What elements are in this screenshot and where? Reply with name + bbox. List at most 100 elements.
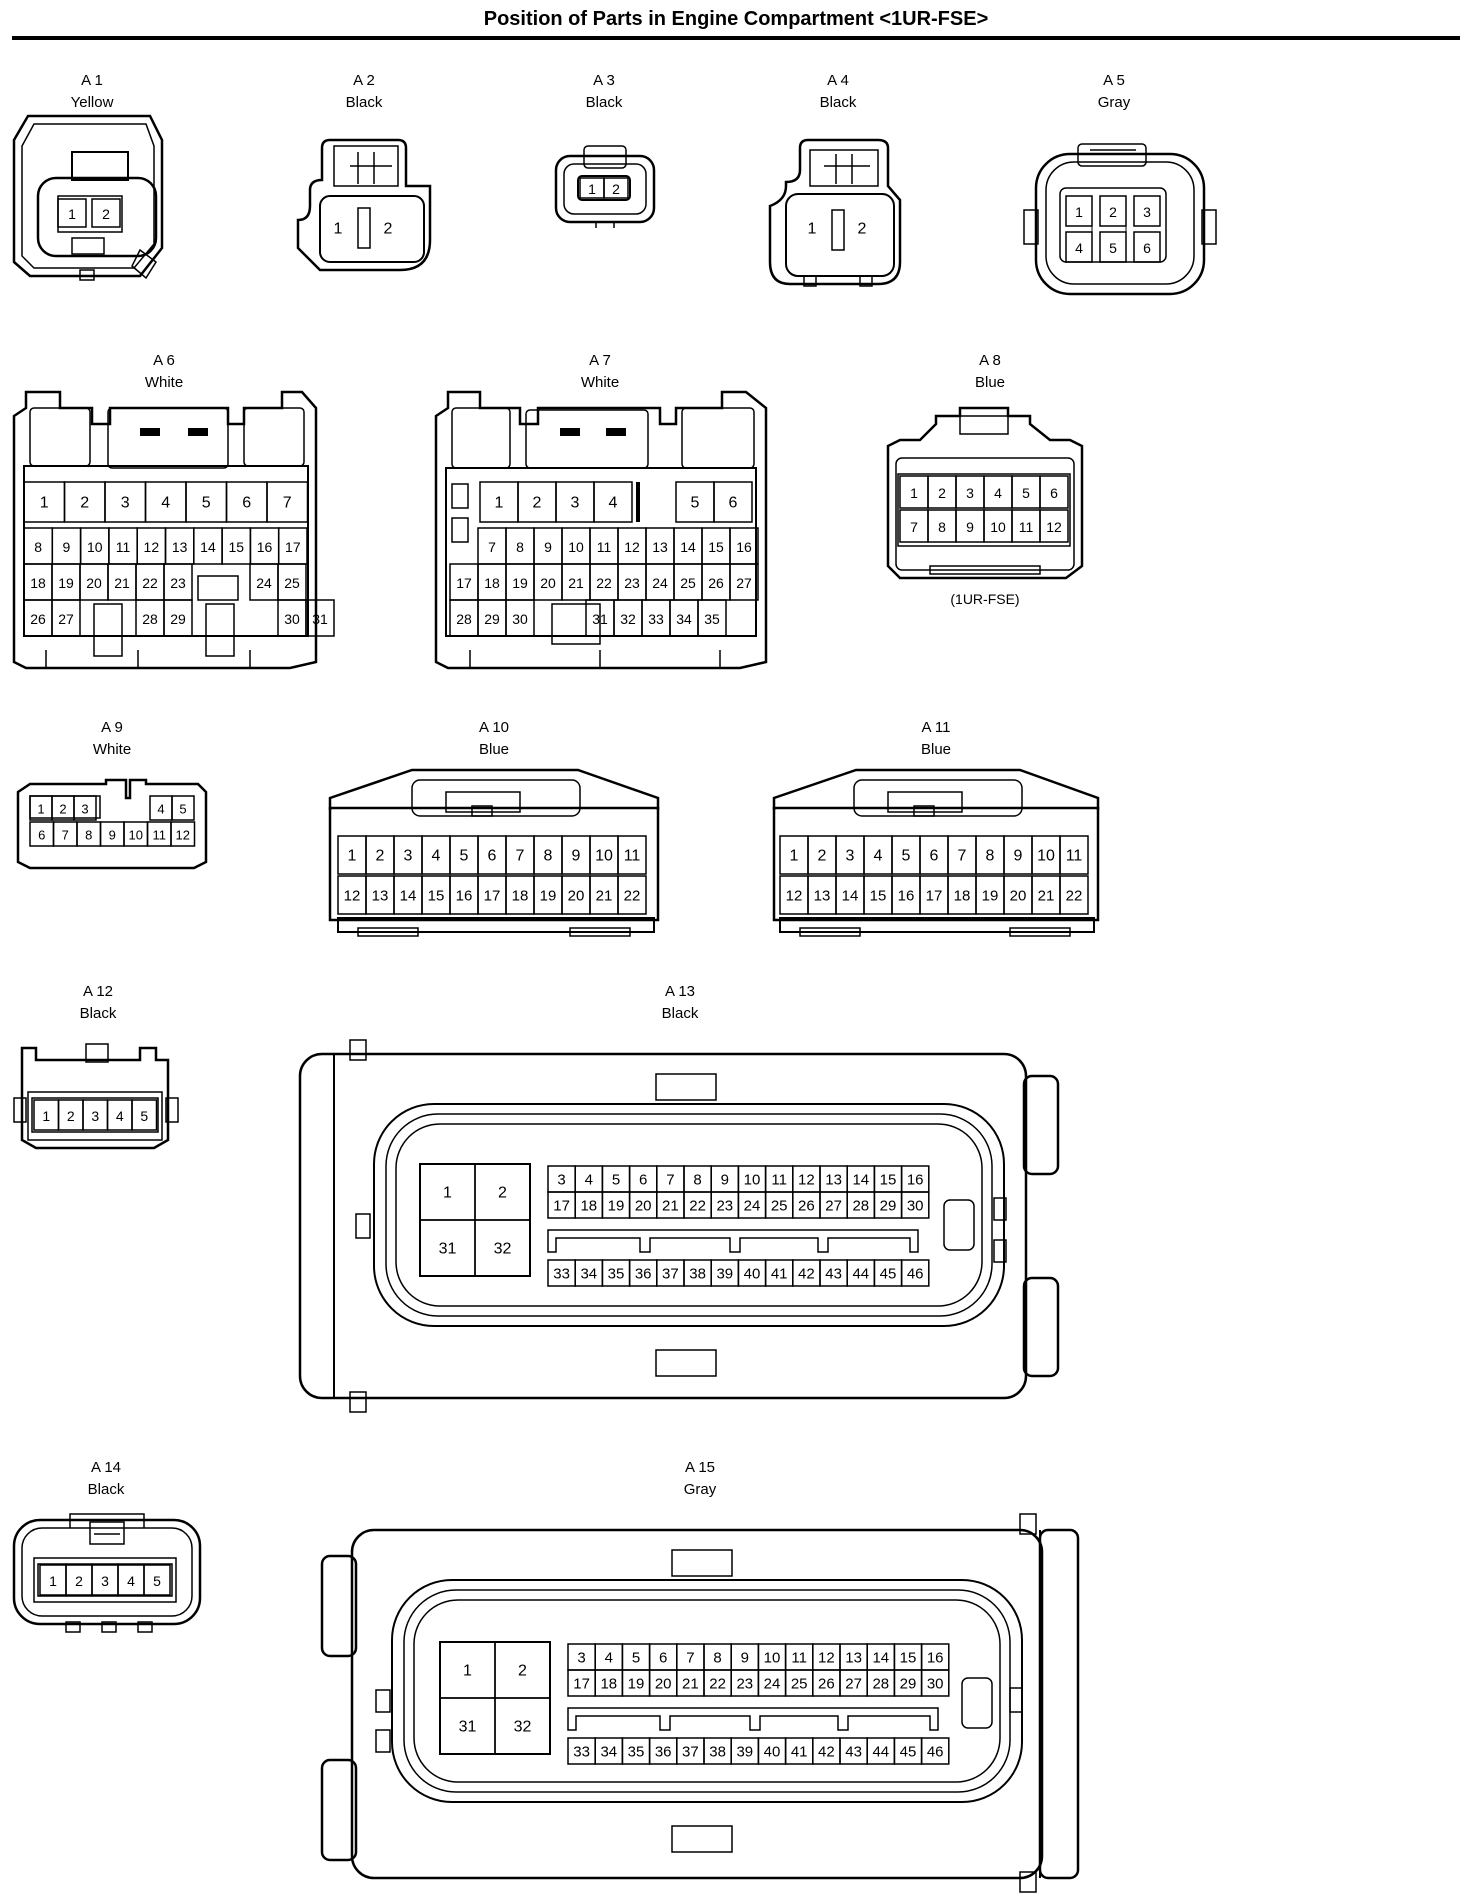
pin-label: 17 — [926, 888, 943, 905]
pin-label: 5 — [632, 1650, 640, 1667]
pin-label: 42 — [798, 1266, 815, 1283]
pin-label: 34 — [580, 1266, 597, 1283]
pin-label: 38 — [709, 1744, 726, 1761]
outline — [319, 195, 425, 263]
outline — [328, 768, 660, 810]
pin-label: 7 — [62, 828, 69, 843]
pin-label: 40 — [744, 1266, 761, 1283]
connector-color-label: Blue — [479, 741, 509, 758]
outline — [853, 779, 1023, 817]
pin-label: 3 — [577, 1650, 585, 1667]
pin-label: 7 — [958, 848, 967, 865]
pin-label: 26 — [708, 575, 724, 591]
outline — [296, 138, 432, 272]
pin-label: 30 — [512, 611, 528, 627]
pin-label: 9 — [966, 519, 974, 535]
pin-label: 19 — [608, 1198, 625, 1215]
pin-label: 12 — [798, 1172, 815, 1189]
outline — [993, 1197, 1007, 1221]
pin-label: 5 — [153, 1573, 161, 1589]
pin-label: 29 — [484, 611, 500, 627]
pin-label: 35 — [628, 1744, 645, 1761]
outline — [137, 1621, 153, 1633]
pin-label: 20 — [86, 575, 102, 591]
pin-label: 14 — [200, 539, 216, 555]
pin-cell — [1039, 509, 1069, 543]
pin-label: 19 — [982, 888, 999, 905]
pin-label: 19 — [540, 888, 557, 905]
outline — [451, 483, 469, 509]
outline — [69, 1513, 145, 1528]
pin-label: 20 — [540, 575, 556, 591]
pin-label: 8 — [938, 519, 946, 535]
pin-label: 1 — [68, 206, 76, 222]
connector-color-label: Gray — [1098, 94, 1131, 111]
outline — [895, 457, 1075, 571]
pin-label: 2 — [75, 1573, 83, 1589]
outline — [21, 1527, 193, 1617]
pin-label: 12 — [786, 888, 803, 905]
pin-label: 27 — [825, 1198, 842, 1215]
pin-label: 5 — [1109, 240, 1117, 256]
outline — [375, 1729, 391, 1753]
outline — [887, 791, 963, 813]
connector-color-label: Black — [586, 94, 623, 111]
outline — [779, 917, 1095, 933]
outline — [681, 407, 755, 469]
pin-label: 46 — [907, 1266, 924, 1283]
pin-label: 7 — [488, 539, 496, 555]
pin-label: 26 — [818, 1676, 835, 1693]
outline — [403, 1589, 1011, 1793]
pin-cell — [171, 795, 195, 821]
pin-label: 9 — [741, 1650, 749, 1667]
pin-label: 13 — [172, 539, 188, 555]
pin-label: 31 — [439, 1241, 457, 1258]
pin-label: 1 — [40, 495, 49, 512]
outline — [583, 145, 627, 169]
pin-label: 14 — [400, 888, 417, 905]
pin-label: 4 — [161, 495, 170, 512]
outline — [375, 1689, 391, 1713]
connector-color-label: White — [581, 374, 619, 391]
pin-label: 35 — [608, 1266, 625, 1283]
outline — [929, 565, 1041, 575]
pin-cell — [697, 599, 727, 637]
outline — [1045, 161, 1195, 285]
outline — [31, 1097, 159, 1133]
outline — [349, 1039, 367, 1061]
outline — [913, 805, 935, 817]
pin-label: 21 — [1038, 888, 1055, 905]
outline — [385, 1113, 993, 1317]
connector-color-label: Black — [820, 94, 857, 111]
connector-color-label: White — [93, 741, 131, 758]
pin-label: 20 — [568, 888, 585, 905]
pin-label: 15 — [900, 1650, 917, 1667]
pin-label: 8 — [986, 848, 995, 865]
outline — [1034, 152, 1206, 296]
outline — [1201, 209, 1217, 245]
pin-label: 7 — [666, 1172, 674, 1189]
pin-label: 10 — [990, 519, 1006, 535]
pin-label: 21 — [662, 1198, 679, 1215]
pin-label: 18 — [484, 575, 500, 591]
pin-cell — [51, 599, 81, 637]
pin-cell — [617, 835, 647, 875]
pin-label: 4 — [585, 1172, 593, 1189]
pin-label: 8 — [544, 848, 553, 865]
connector-color-label: Black — [88, 1481, 125, 1498]
pin-label: 29 — [170, 611, 186, 627]
pin-label: 13 — [814, 888, 831, 905]
outline — [350, 1528, 1044, 1880]
pin-label: 12 — [1046, 519, 1062, 535]
pin-label: 24 — [764, 1676, 781, 1693]
pin-label: 8 — [693, 1172, 701, 1189]
outline — [859, 275, 873, 287]
pin-label: 6 — [659, 1650, 667, 1667]
outline — [298, 1052, 1028, 1400]
pin-label: 28 — [456, 611, 472, 627]
connector-color-label: Black — [662, 1005, 699, 1022]
outline — [551, 603, 601, 645]
pin-label: 2 — [818, 848, 827, 865]
